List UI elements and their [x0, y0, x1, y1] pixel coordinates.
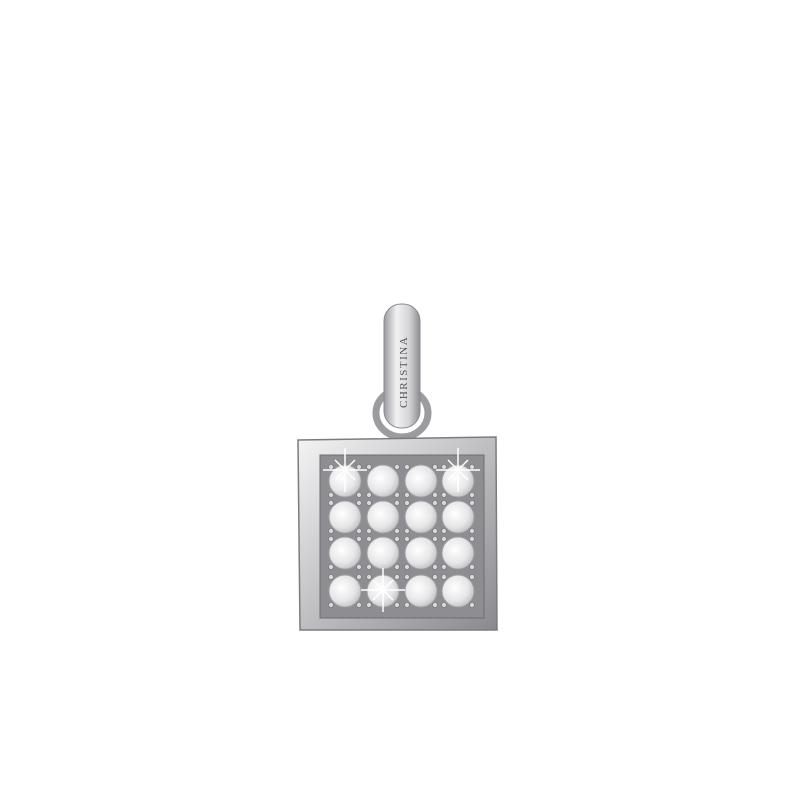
bail: CHRISTINA	[383, 303, 421, 429]
prong	[404, 528, 410, 534]
prong	[404, 564, 410, 570]
prong	[432, 464, 438, 470]
stone	[328, 500, 362, 534]
prong	[356, 574, 362, 580]
prong	[404, 536, 410, 542]
prong	[394, 492, 400, 498]
prong	[356, 464, 362, 470]
prong	[441, 500, 447, 506]
prong	[469, 536, 475, 542]
prong	[328, 574, 334, 580]
prong	[356, 602, 362, 608]
prong	[441, 536, 447, 542]
prong	[432, 528, 438, 534]
sparkle	[361, 568, 405, 612]
prong	[432, 574, 438, 580]
stone	[366, 464, 400, 498]
prong	[356, 564, 362, 570]
sparkle	[436, 448, 480, 492]
stone	[441, 574, 475, 608]
stone	[441, 536, 475, 570]
stone-grid	[323, 448, 480, 612]
prong	[366, 528, 372, 534]
prong	[469, 528, 475, 534]
prong	[432, 564, 438, 570]
prong	[469, 574, 475, 580]
prong	[366, 500, 372, 506]
prong	[404, 500, 410, 506]
prong	[328, 528, 334, 534]
prong	[356, 536, 362, 542]
prong	[441, 492, 447, 498]
prong	[366, 564, 372, 570]
prong	[366, 536, 372, 542]
prong	[432, 536, 438, 542]
prong	[441, 528, 447, 534]
prong	[366, 464, 372, 470]
prong	[394, 528, 400, 534]
prong	[432, 492, 438, 498]
prong	[366, 492, 372, 498]
stone	[404, 536, 438, 570]
stone	[328, 574, 362, 608]
prong	[404, 464, 410, 470]
prong	[328, 564, 334, 570]
prong	[366, 602, 372, 608]
prong	[404, 602, 410, 608]
prong	[328, 464, 334, 470]
prong	[328, 500, 334, 506]
prong	[469, 500, 475, 506]
prong	[404, 574, 410, 580]
prong	[432, 500, 438, 506]
prong	[356, 500, 362, 506]
prong	[469, 492, 475, 498]
stone	[404, 574, 438, 608]
prong	[432, 602, 438, 608]
prong	[404, 492, 410, 498]
prong	[394, 536, 400, 542]
prong	[441, 464, 447, 470]
prong	[469, 602, 475, 608]
prong	[328, 602, 334, 608]
prong	[394, 500, 400, 506]
prong	[356, 492, 362, 498]
prong	[328, 536, 334, 542]
prong	[441, 574, 447, 580]
prong	[469, 564, 475, 570]
stone	[404, 500, 438, 534]
stone	[404, 464, 438, 498]
sparkle	[323, 448, 367, 492]
prong	[441, 602, 447, 608]
prong	[441, 564, 447, 570]
prong	[356, 528, 362, 534]
prong	[366, 574, 372, 580]
stone	[366, 536, 400, 570]
prong	[394, 574, 400, 580]
prong	[469, 464, 475, 470]
bail-engraving: CHRISTINA	[398, 336, 410, 408]
stone	[366, 500, 400, 534]
prong	[394, 602, 400, 608]
prong	[394, 464, 400, 470]
stone	[328, 536, 362, 570]
stone	[441, 500, 475, 534]
prong	[394, 564, 400, 570]
prong	[328, 492, 334, 498]
